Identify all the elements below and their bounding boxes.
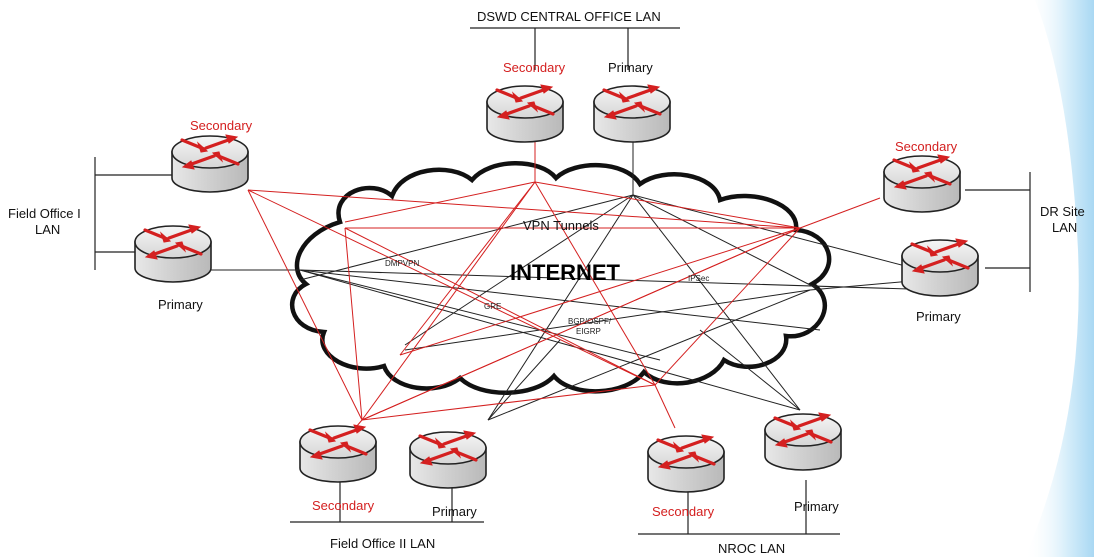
nroc-name: NROC LAN (718, 541, 785, 556)
central-secondary-label: Secondary (503, 60, 566, 75)
nroc-secondary-label: Secondary (652, 504, 715, 519)
page-title: DSWD CENTRAL OFFICE LAN (477, 9, 661, 24)
drsite-primary-label: Primary (916, 309, 961, 324)
field1-primary-label: Primary (158, 297, 203, 312)
field2-primary-label: Primary (432, 504, 477, 519)
field2-name: Field Office II LAN (330, 536, 435, 551)
protocol-gre: GRE (484, 302, 501, 311)
protocol-eigrp: EIGRP (576, 327, 601, 336)
protocol-ipsec: IPSec (688, 274, 709, 283)
accent-shape (1025, 0, 1094, 557)
drsite-name-line1: DR Site (1040, 204, 1085, 219)
field1-secondary-label: Secondary (190, 118, 253, 133)
lan-segments (94, 27, 1031, 535)
cloud-title: INTERNET (510, 260, 621, 285)
protocol-dmpvpn: DMPVPN (385, 259, 419, 268)
protocol-bgp-ospf: BGP/OSPF/ (568, 317, 612, 326)
field1-name-line2: LAN (35, 222, 60, 237)
vpn-tunnels-label: VPN Tunnels (523, 218, 599, 233)
central-primary-label: Primary (608, 60, 653, 75)
secondary-links (247, 140, 881, 441)
field1-name-line1: Field Office I (8, 206, 81, 221)
field2-secondary-label: Secondary (312, 498, 375, 513)
nroc-primary-label: Primary (794, 499, 839, 514)
drsite-name-line2: LAN (1052, 220, 1077, 235)
drsite-secondary-label: Secondary (895, 139, 958, 154)
